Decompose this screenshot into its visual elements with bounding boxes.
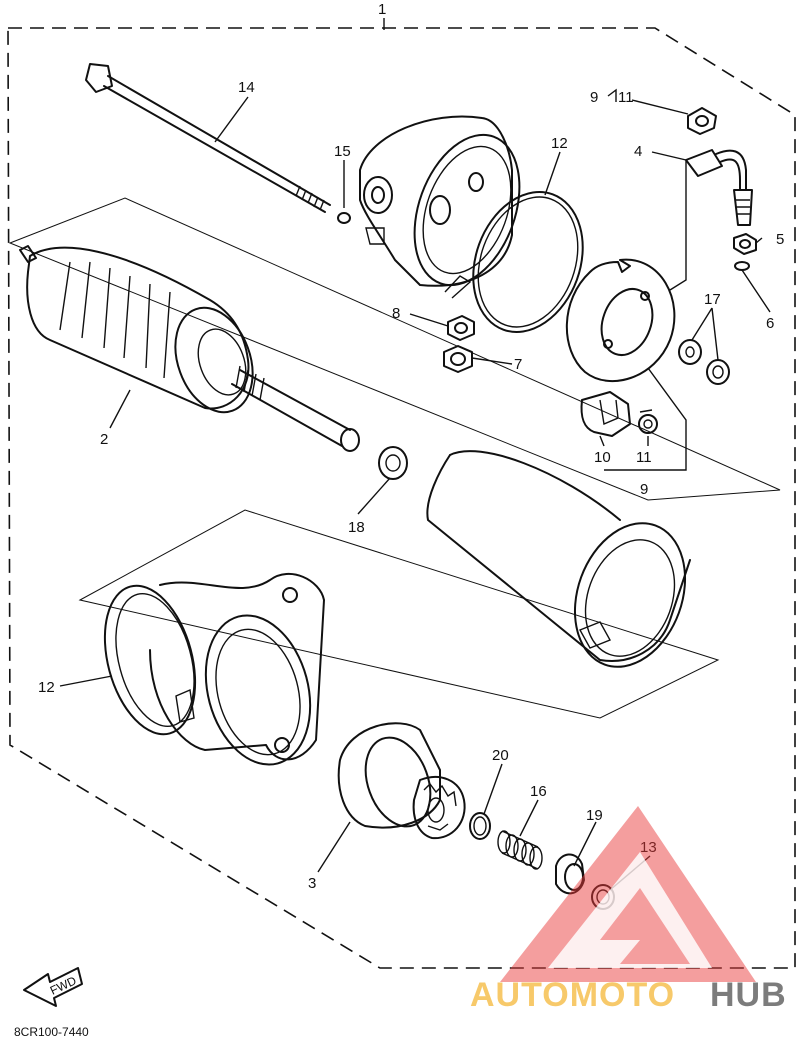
- logo-triangle-inner: [600, 888, 690, 964]
- brush-spring: [638, 409, 658, 434]
- brush-plate: [565, 258, 676, 382]
- positive-brush: [685, 149, 753, 226]
- front-cover: [103, 573, 325, 766]
- washer-17b-hole: [712, 365, 724, 379]
- callout-6: 6: [766, 315, 774, 332]
- callout-11-bottom: 11: [636, 449, 652, 466]
- nut-5: [733, 233, 757, 255]
- starter-drive: [337, 722, 466, 840]
- callout-19: 19: [586, 807, 603, 824]
- callout-11-top: 11: [618, 89, 634, 106]
- washer-17a: [678, 339, 702, 365]
- nut-7: [443, 345, 473, 373]
- washer-6: [734, 261, 750, 271]
- washer-18: [378, 446, 408, 480]
- washer-17b: [706, 359, 730, 385]
- lower-plane: [78, 509, 720, 719]
- callout-7: 7: [514, 356, 522, 373]
- nut-top: [687, 107, 717, 135]
- assembly-boundary: [7, 27, 796, 969]
- callout-1: 1: [378, 1, 386, 18]
- callout-17: 17: [704, 291, 721, 308]
- spring-16: [497, 830, 543, 870]
- callout-13: 13: [640, 839, 657, 856]
- logo-triangle-cutout: [548, 852, 712, 968]
- fwd-arrow-icon: FWD: [23, 967, 83, 1007]
- callout-5: 5: [776, 231, 784, 248]
- logo-text-automoto: AUTOMOTO: [470, 976, 675, 1014]
- through-bolt: [85, 63, 331, 213]
- sleeve-19: [555, 853, 585, 895]
- yoke: [426, 450, 691, 668]
- leader-lines: [59, 18, 771, 891]
- callout-4: 4: [634, 143, 642, 160]
- logo-text-hub: HUB: [710, 976, 787, 1014]
- callout-12-rear: 12: [551, 135, 568, 152]
- o-ring-large-rear-inner: [477, 196, 579, 328]
- washer-18-hole: [385, 454, 401, 472]
- washer-17a-hole: [685, 346, 695, 358]
- diagram-code: 8CR100-7440: [14, 1025, 89, 1039]
- circlip-20-inner: [473, 816, 487, 836]
- automotohub-logo: AUTOMOTO HUB: [470, 806, 787, 1014]
- callout-14: 14: [238, 79, 255, 96]
- callout-8: 8: [392, 305, 400, 322]
- brush-holder: [580, 391, 631, 437]
- callout-18: 18: [348, 519, 365, 536]
- upper-plane: [8, 197, 781, 501]
- callout-12-front: 12: [38, 679, 55, 696]
- callout-9-top: 9: [590, 89, 598, 106]
- callout-labels: 1 14 15 12 9 11 4 5 6 17 8 7 2 10 11 9 1…: [38, 1, 784, 892]
- callout-20: 20: [492, 747, 509, 764]
- o-ring-large-rear: [472, 191, 584, 333]
- nut-8: [447, 315, 475, 341]
- rear-cover: [359, 115, 521, 299]
- callout-10: 10: [594, 449, 611, 466]
- callout-3: 3: [308, 875, 316, 892]
- circlip-20: [469, 812, 491, 840]
- armature: [19, 245, 360, 452]
- callout-9-bottom: 9: [640, 481, 648, 498]
- o-ring-small: [337, 212, 351, 224]
- callout-15: 15: [334, 143, 351, 160]
- callout-16: 16: [530, 783, 547, 800]
- callout-2: 2: [100, 431, 108, 448]
